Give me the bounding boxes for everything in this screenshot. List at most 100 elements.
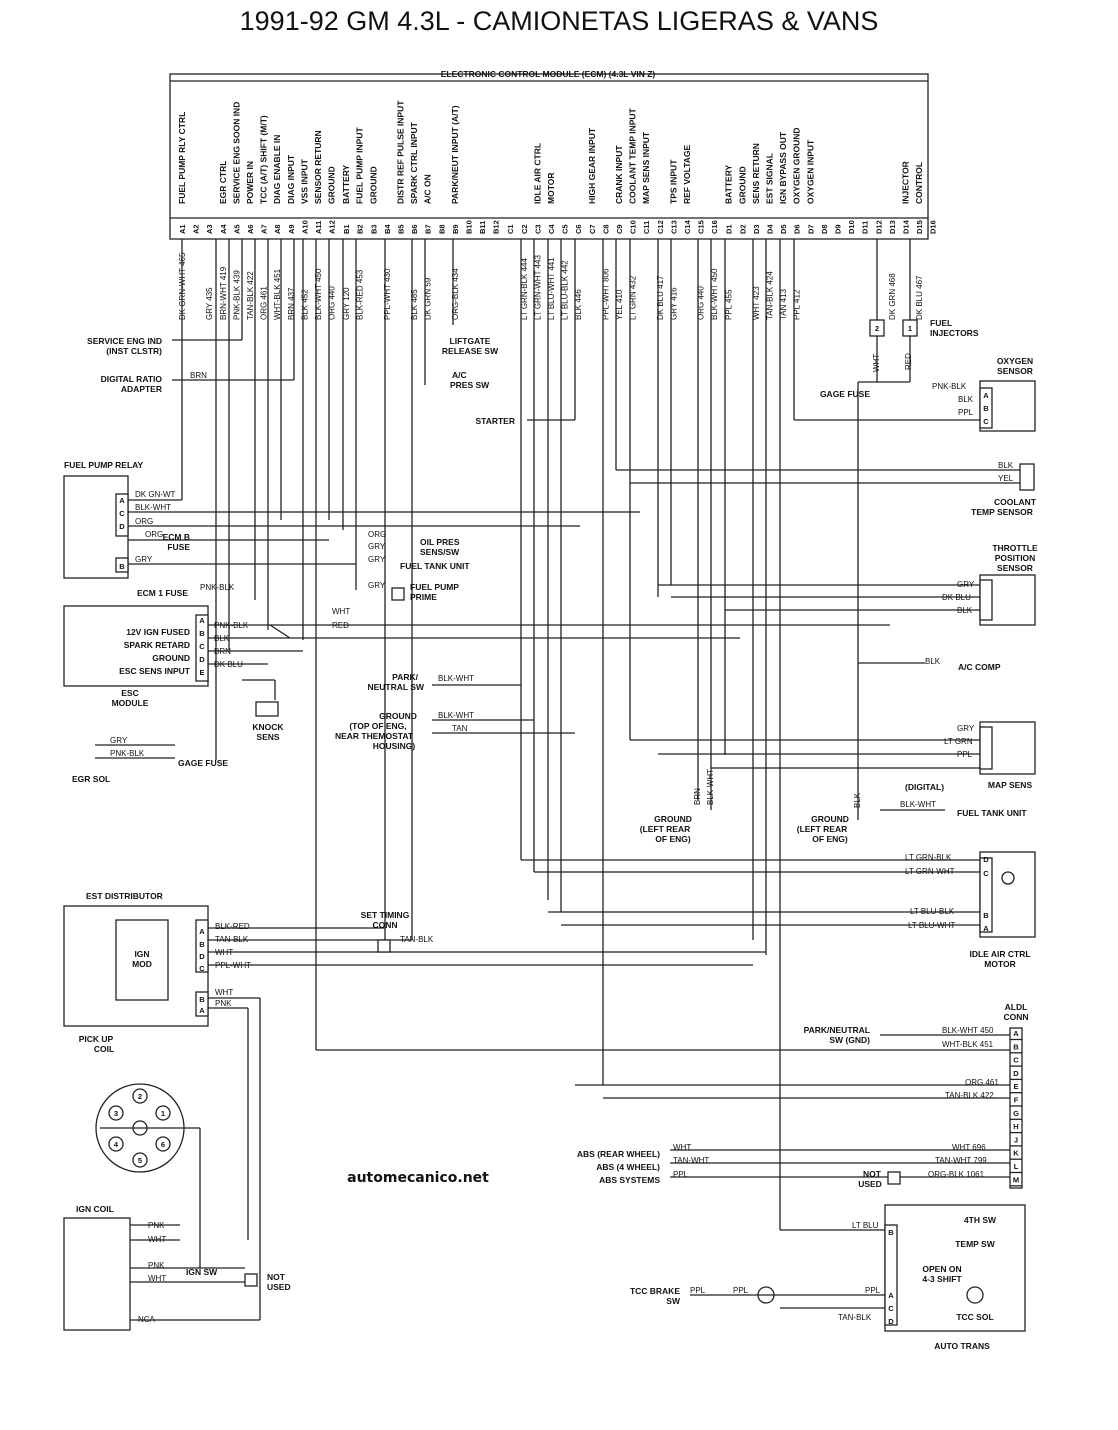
ecm-function-a9: DIAG INPUT [286,154,296,204]
ecm-pin-b5: B5 [397,224,406,234]
aldl-pin-e: E [1013,1082,1018,1091]
ecm-function-b3: GROUND [368,166,378,204]
svg-text:BLK-WHT: BLK-WHT [900,800,936,809]
svg-text:GROUND: GROUND [654,814,692,824]
svg-text:A: A [199,1006,205,1015]
svg-text:PNK: PNK [148,1221,165,1230]
svg-text:FUEL TANK UNIT: FUEL TANK UNIT [957,808,1027,818]
ecm-pin-a10: A10 [300,220,309,234]
ecm-pin-c5: C5 [561,224,570,234]
svg-text:PNK-BLK: PNK-BLK [110,749,145,758]
ecm-pin-d16: D16 [929,220,938,234]
svg-text:PNK: PNK [148,1261,165,1270]
svg-text:GROUND: GROUND [379,711,417,721]
svg-text:TEMP SENSOR: TEMP SENSOR [971,507,1033,517]
svg-text:MOD: MOD [132,959,152,969]
svg-text:1: 1 [161,1109,165,1118]
svg-text:ESC: ESC [121,688,138,698]
svg-text:ABS (REAR WHEEL): ABS (REAR WHEEL) [577,1149,660,1159]
ecm-pin-a3: A3 [205,224,214,234]
ecm-pin-c8: C8 [601,224,610,234]
svg-text:(TOP OF ENG,: (TOP OF ENG, [349,721,406,731]
svg-text:FUEL: FUEL [930,318,952,328]
ecm-pin-b3: B3 [369,224,378,234]
ecm-wire-b7: DK GRN 59 [424,277,433,320]
ecm-wire-a9: BRN 437 [287,287,296,320]
ecm-wire-a4: BRN-WHT 419 [219,266,228,320]
svg-text:SENS/SW: SENS/SW [420,547,460,557]
svg-text:IGN SW: IGN SW [186,1267,218,1277]
svg-text:PPL: PPL [673,1170,689,1179]
ecm-function-a5: SERVICE ENG SOON IND [231,102,241,204]
ecm-function-b7: A/C ON [423,174,433,204]
aldl-pin-a: A [1013,1029,1019,1038]
svg-text:BRN: BRN [190,371,207,380]
svg-text:B: B [199,995,205,1004]
svg-text:LIFTGATE: LIFTGATE [450,336,491,346]
ecm-pin-a9: A9 [287,224,296,234]
svg-text:PARK/: PARK/ [392,672,418,682]
ecm-pin-c4: C4 [547,224,556,234]
ecm-pin-b2: B2 [356,224,365,234]
ecm-pin-b1: B1 [342,224,351,234]
svg-text:NEAR THEMOSTAT: NEAR THEMOSTAT [335,731,414,741]
svg-text:PARK/NEUTRAL: PARK/NEUTRAL [804,1025,870,1035]
svg-text:NOT: NOT [863,1169,882,1179]
ecm-wire-d1: PPL 455 [725,289,734,320]
svg-text:CONN: CONN [1003,1012,1028,1022]
ecm-wire-b2: BLK-RED 453 [356,269,365,320]
svg-text:GRY: GRY [368,555,386,564]
svg-text:BLK-WHT 450: BLK-WHT 450 [942,1026,994,1035]
svg-text:A: A [199,616,205,625]
svg-text:HOUSING): HOUSING) [373,741,416,751]
ecm-pin-a2: A2 [192,224,201,234]
wire-color-labels: BRN DK GN-WT BLK-WHT ORG ORG GRY ORG GRY… [110,353,1014,1324]
ecm-wire-c3: LT GRN-WHT 443 [533,255,542,320]
ecm-pin-d1: D1 [725,224,734,234]
svg-text:1: 1 [908,324,912,333]
svg-text:TAN-WHT 799: TAN-WHT 799 [935,1156,987,1165]
esc-module-box [63,605,209,687]
svg-text:ORG: ORG [145,530,163,539]
svg-text:ORG: ORG [135,517,153,526]
ecm-pin-d3: D3 [752,224,761,234]
ecm-wire-a8: WHT-BLK 451 [273,268,282,320]
svg-text:TAN-BLK: TAN-BLK [838,1313,872,1322]
svg-text:GRY: GRY [957,724,975,733]
svg-text:2: 2 [138,1092,142,1101]
ecm-pin-b4: B4 [383,224,392,234]
ecm-function-c14: REF VOLTAGE [682,144,692,204]
ecm-pin-b6: B6 [410,224,419,234]
svg-text:2: 2 [875,324,879,333]
ecm-function-a8: DIAG ENABLE IN [272,135,282,204]
svg-text:B: B [199,629,205,638]
svg-text:5: 5 [138,1156,142,1165]
aldl-pin-c: C [1013,1056,1019,1065]
ecm-pin-a1: A1 [178,224,187,234]
ecm-pin-a7: A7 [260,224,269,234]
svg-text:LT GRN-WHT: LT GRN-WHT [905,867,955,876]
svg-text:D: D [199,655,205,664]
ecm-function-d15: CONTROL [914,162,924,204]
ecm-wire-c9: YEL 410 [615,289,624,320]
svg-text:IGN: IGN [134,949,149,959]
ecm-wire-a6: TAN-BLK 422 [246,271,255,320]
ecm-pin-c9: C9 [615,224,624,234]
svg-text:SW: SW [666,1296,681,1306]
svg-text:THROTTLE: THROTTLE [992,543,1038,553]
svg-text:GRY: GRY [368,581,386,590]
ecm-pin-c7: C7 [588,224,597,234]
ecm-pin-b10: B10 [465,220,474,234]
svg-text:TAN-BLK: TAN-BLK [215,935,249,944]
component-labels: SERVICE ENG IND (INST CLSTR) DIGITAL RAT… [64,318,1038,1351]
ecm-pin-d5: D5 [779,224,788,234]
svg-text:E: E [199,668,204,677]
ecm-wire-a12: ORG 440 [328,286,337,320]
ecm-function-d3: SENS RETURN [751,143,761,204]
svg-text:B: B [983,911,989,920]
svg-text:STARTER: STARTER [475,416,515,426]
svg-text:C: C [888,1304,894,1313]
ecm-function-a12: GROUND [327,166,337,204]
ecm-wire-d4: TAN-BLK 424 [766,271,775,320]
